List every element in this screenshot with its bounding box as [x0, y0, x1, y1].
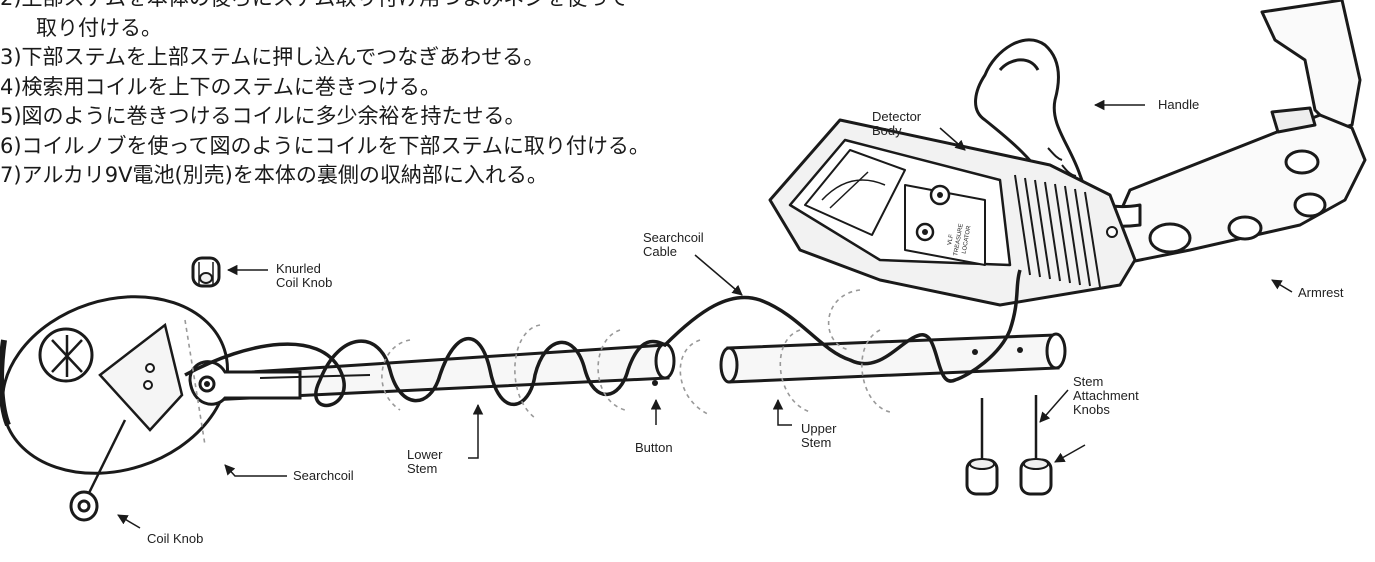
armrest-part — [1106, 0, 1367, 264]
searchcoil-part — [0, 295, 229, 475]
label-searchcoil: Searchcoil — [293, 468, 354, 483]
searchcoil-cable — [184, 269, 1022, 408]
instruction-step-2-continued: 取り付ける。 — [36, 15, 162, 40]
instruction-step-5: 5)図のように巻きつけるコイルに多少余裕を持たせる。 — [0, 104, 526, 128]
vent-grille — [1014, 174, 1101, 288]
dashed-loops — [184, 289, 891, 446]
label-knurled-coil-knob: Knurled Coil Knob — [276, 261, 333, 290]
instruction-step-6: 6)コイルノブを使って図のようにコイルを下部ステムに取り付ける。 — [0, 133, 650, 158]
stem-attachment-knobs-part — [965, 395, 1053, 496]
instruction-step-7: 7)アルカリ9V電池(別売)を本体の裏側の収納部に入れる。 — [0, 163, 548, 187]
panel-text-2: TREASURE — [953, 223, 965, 256]
label-armrest: Armrest — [1298, 285, 1344, 300]
label-upper-stem: Upper Stem — [801, 421, 837, 450]
label-button: Button — [635, 440, 673, 455]
upper-stem-part — [719, 332, 1067, 384]
panel-text-3: LOCATOR — [962, 225, 973, 255]
instruction-step-4: 4)検索用コイルを上下のステムに巻きつける。 — [0, 74, 441, 99]
label-handle: Handle — [1158, 97, 1200, 112]
label-searchcoil-cable: Searchcoil Cable — [643, 230, 704, 259]
detector-body-part — [768, 118, 1137, 307]
label-detector-body: Detector Body — [872, 109, 922, 138]
panel-text-1: VLF — [947, 234, 955, 246]
instruction-step-3: 3)下部ステムを上部ステムに押し込んでつなぎあわせる。 — [0, 45, 545, 69]
knurled-coil-knob-part — [191, 256, 221, 288]
label-stem-attachment-knobs: Stem Attachment Knobs — [1073, 374, 1139, 417]
label-coil-knob: Coil Knob — [147, 531, 204, 546]
assembly-instructions: 2)上部ステムを本体の後ろにステム取り付け用つまみネジを使って 取り付ける。 3… — [0, 0, 650, 191]
instruction-step-2: 2)上部ステムを本体の後ろにステム取り付け用つまみネジを使って — [0, 0, 650, 14]
coil-knob-part — [69, 419, 127, 522]
leader-lines — [117, 99, 1293, 529]
label-lower-stem: Lower Stem — [407, 447, 443, 476]
